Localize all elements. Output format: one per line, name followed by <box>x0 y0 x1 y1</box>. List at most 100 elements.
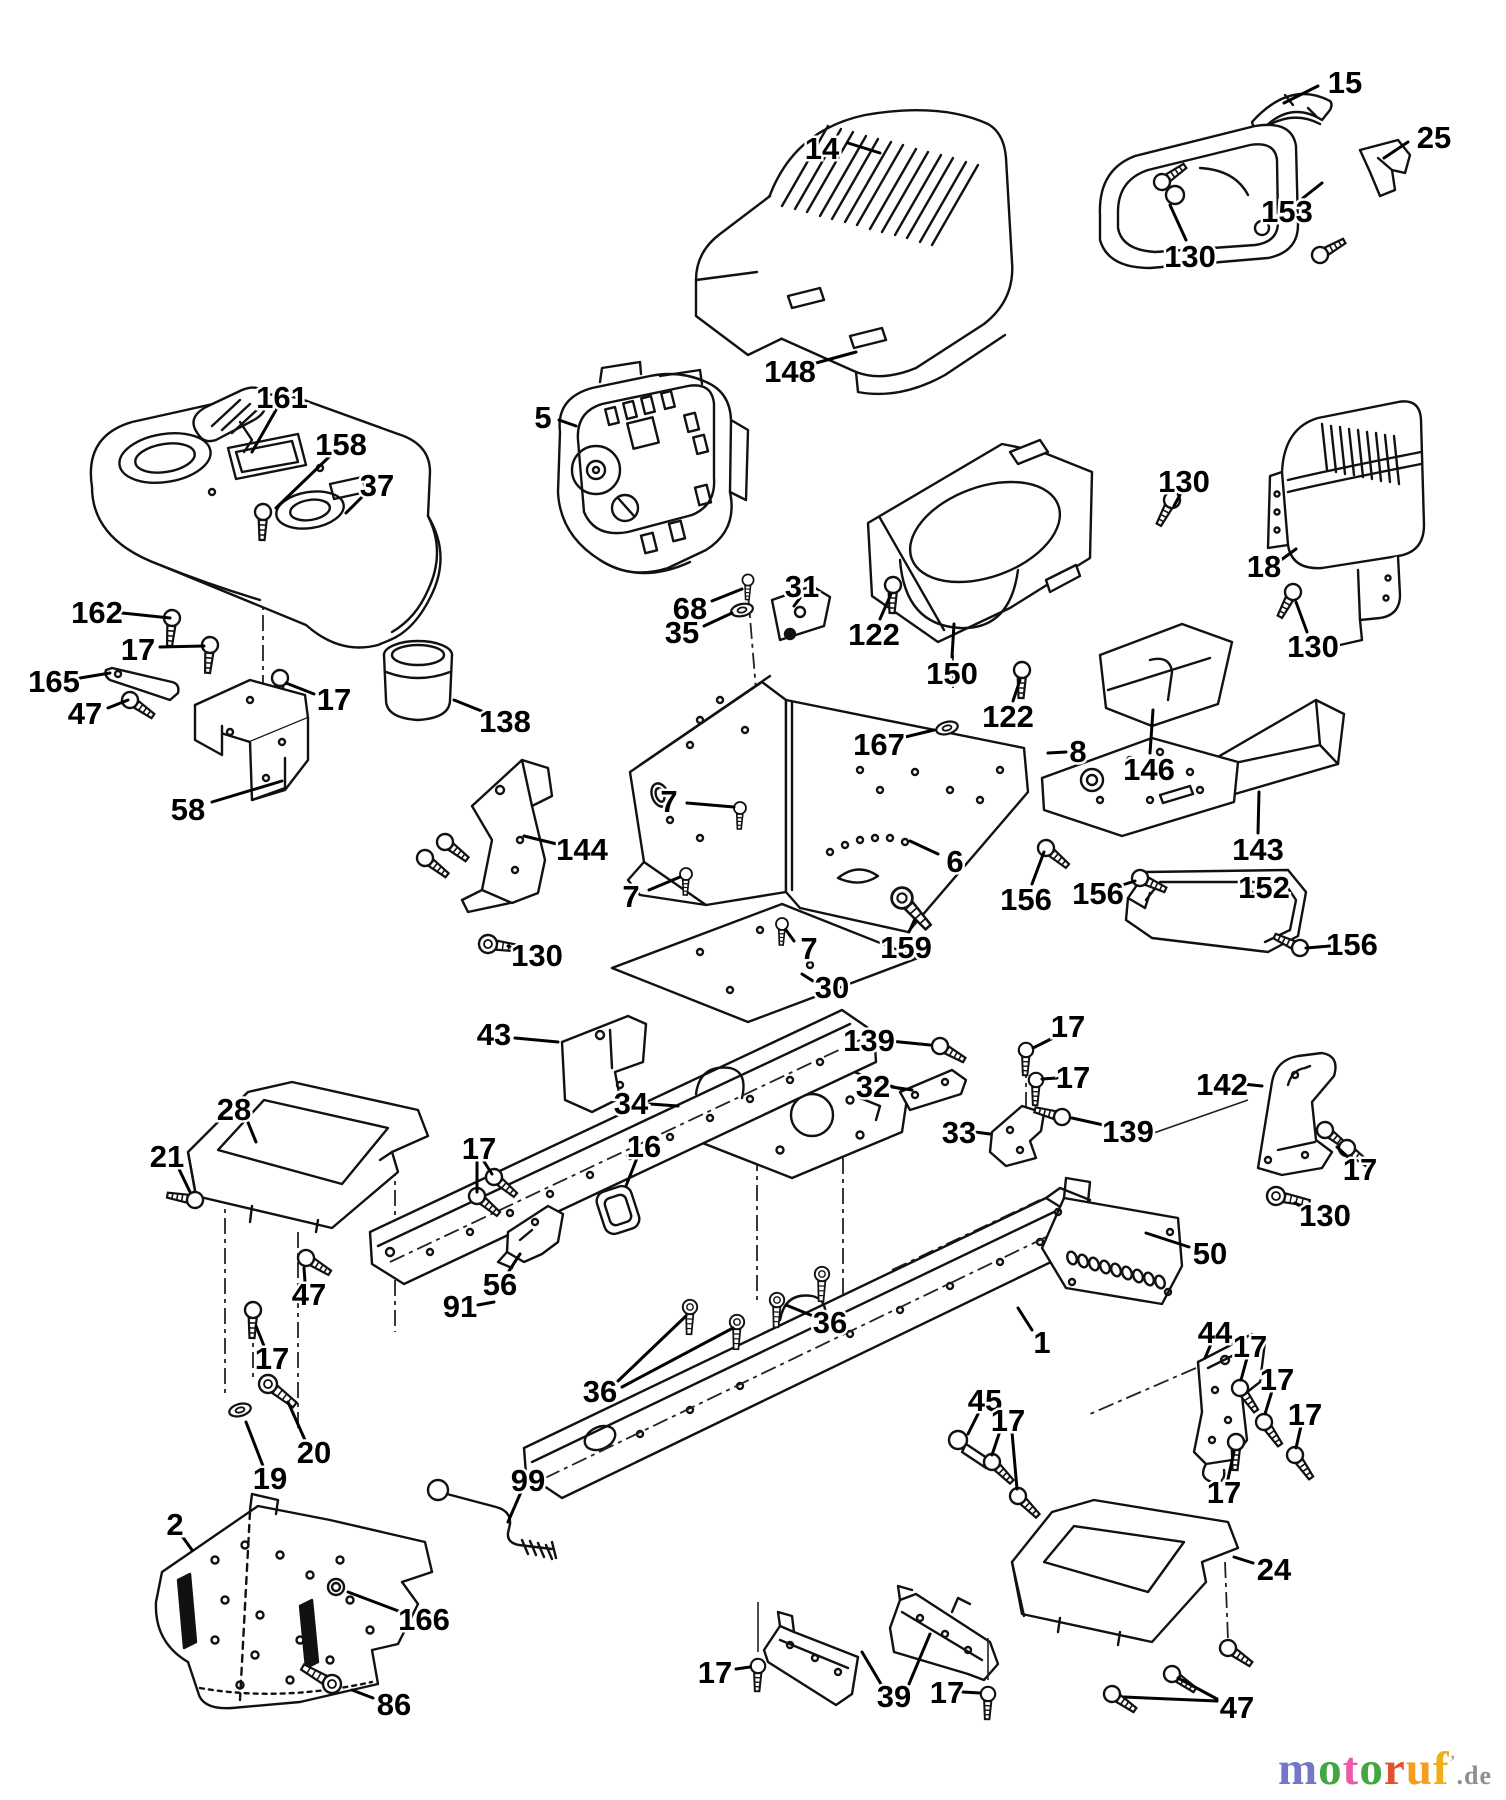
alignment-line <box>1127 1099 1249 1143</box>
part-bracket-31 <box>770 584 832 642</box>
leader-line-139 <box>888 1039 932 1047</box>
leader-line-31 <box>792 596 802 608</box>
part-label-91: 91 <box>443 1289 477 1324</box>
screw-icon <box>979 1449 1019 1489</box>
leader-line-47 <box>106 698 130 710</box>
watermark-letter: t <box>1342 1743 1360 1795</box>
leader-line-47 <box>1122 1695 1219 1703</box>
part-label-6: 6 <box>946 844 963 879</box>
screw-icon <box>198 635 220 675</box>
part-label-18: 18 <box>1247 549 1281 584</box>
screw-icon <box>412 845 454 883</box>
leader-line-8 <box>1046 750 1068 755</box>
part-label-30: 30 <box>815 970 849 1005</box>
screw-icon <box>978 1685 997 1721</box>
leader-line-144 <box>522 834 563 847</box>
rail-91-centerline <box>389 1039 861 1263</box>
leader-line-17 <box>961 1690 982 1695</box>
part-label-161: 161 <box>256 380 308 415</box>
leader-line-7 <box>784 928 796 943</box>
leader-line-32 <box>890 1085 914 1092</box>
part-label-56: 56 <box>483 1267 517 1302</box>
watermark-tick: ’ <box>1449 1751 1457 1772</box>
part-label-15: 15 <box>1328 65 1362 100</box>
watermark-letter: u <box>1405 1743 1433 1795</box>
pin-lines <box>757 1602 989 1680</box>
part-label-47: 47 <box>1220 1690 1254 1725</box>
watermark-letter: o <box>1318 1743 1343 1795</box>
part-label-17: 17 <box>1051 1009 1085 1044</box>
screw-icon <box>293 1245 336 1281</box>
part-plate-2 <box>154 1492 434 1710</box>
leader-line-150 <box>950 622 956 659</box>
part-label-25: 25 <box>1417 120 1451 155</box>
part-dash-panel-5 <box>556 360 750 575</box>
leader-line-36 <box>616 1314 688 1383</box>
part-label-156: 156 <box>1072 876 1124 911</box>
leader-line-91 <box>476 1300 496 1307</box>
part-label-7: 7 <box>800 931 817 966</box>
leader-line-17 <box>990 1429 1002 1457</box>
leader-line-58 <box>210 779 284 804</box>
part-label-68: 68 <box>673 591 707 626</box>
part-label-17: 17 <box>462 1131 496 1166</box>
part-cup-holder-138 <box>382 639 454 722</box>
part-label-47: 47 <box>292 1277 326 1312</box>
leader-line-159 <box>907 917 917 934</box>
screw-icon <box>1026 1071 1045 1107</box>
part-label-58: 58 <box>171 792 205 827</box>
screw-icon <box>160 608 182 648</box>
part-bracket-146 <box>1098 622 1234 728</box>
leader-line-17 <box>1031 1034 1059 1050</box>
washer-icon <box>226 1400 254 1420</box>
part-label-19: 19 <box>253 1461 287 1496</box>
leader-line-56 <box>507 1252 522 1273</box>
leader-line-50 <box>1144 1231 1191 1249</box>
leader-line-39 <box>907 1632 932 1686</box>
part-headlight-bezel-153 <box>1098 123 1300 270</box>
leader-line-2 <box>180 1534 194 1552</box>
part-bracket-32 <box>898 1068 968 1112</box>
leader-line-35 <box>702 611 734 628</box>
leader-line-17 <box>1040 1076 1059 1081</box>
leader-line-17 <box>1294 1424 1303 1450</box>
part-label-130: 130 <box>1158 464 1210 499</box>
part-label-146: 146 <box>1123 752 1175 787</box>
part-console-24 <box>1010 1498 1240 1647</box>
part-label-17: 17 <box>1343 1152 1377 1187</box>
screw-icon <box>1005 1483 1045 1523</box>
leader-line-86 <box>350 1688 375 1700</box>
part-label-16: 16 <box>627 1129 661 1164</box>
part-dash-support-50 <box>1040 1176 1184 1306</box>
leader-line-28 <box>245 1118 258 1144</box>
part-label-47: 47 <box>68 696 102 731</box>
screw-icon <box>927 1033 970 1069</box>
part-label-130: 130 <box>511 938 563 973</box>
part-label-99: 99 <box>511 1463 545 1498</box>
part-label-162: 162 <box>71 595 123 630</box>
leader-line-37 <box>344 493 366 515</box>
part-label-14: 14 <box>805 131 840 166</box>
leader-line-122 <box>878 592 893 621</box>
rail-1-centerline <box>544 1227 1066 1479</box>
leader-line-130 <box>1293 1201 1308 1211</box>
leader-line-34 <box>648 1102 680 1108</box>
leader-line-167 <box>899 728 936 740</box>
part-bracket-44 <box>1192 1332 1267 1484</box>
part-nut-166 <box>326 1577 346 1597</box>
leader-line-17 <box>1239 1356 1249 1382</box>
part-bracket-43 <box>560 1014 648 1114</box>
part-frame-rail-1 <box>522 1186 1092 1500</box>
part-label-166: 166 <box>398 1602 450 1637</box>
part-label-28: 28 <box>217 1092 251 1127</box>
part-label-122: 122 <box>982 699 1034 734</box>
leader-line-138 <box>452 698 486 714</box>
part-label-130: 130 <box>1299 1198 1351 1233</box>
leader-line-24 <box>1232 1555 1255 1565</box>
leader-line-45 <box>966 1410 981 1436</box>
part-label-17: 17 <box>930 1675 964 1710</box>
leader-line-20 <box>286 1400 307 1442</box>
leader-line-148 <box>814 350 858 365</box>
watermark-letters: motoruf <box>1278 1743 1449 1795</box>
